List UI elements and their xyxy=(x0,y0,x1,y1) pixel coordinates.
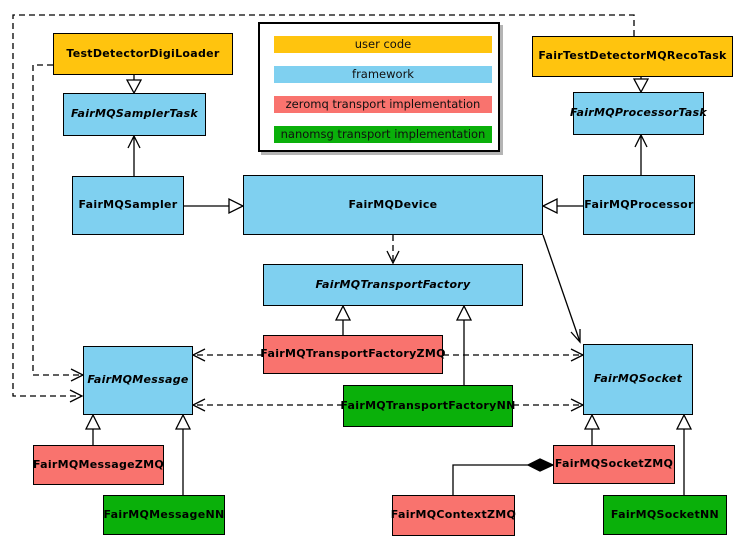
legend-box: user code framework zeromq transport imp… xyxy=(258,22,500,152)
arrowhead-open-v xyxy=(191,398,206,412)
edge-contextzmq-socketzmq-composition xyxy=(452,464,528,495)
arrowhead-open-v xyxy=(127,134,141,149)
hollow-triangle-icon xyxy=(455,304,473,321)
node-fairmqtransportfactory: FairMQTransportFactory xyxy=(263,264,523,306)
node-fairmqprocessor: FairMQProcessor xyxy=(583,175,695,235)
node-fairmqsocket: FairMQSocket xyxy=(583,344,693,415)
node-fairmqtransportfactoryzmq: FairMQTransportFactoryZMQ xyxy=(260,335,445,374)
arrowhead-open-v xyxy=(386,250,400,265)
legend-item-nanomsg: nanomsg transport implementation xyxy=(274,126,492,143)
legend-item-framework: framework xyxy=(274,66,492,83)
hollow-triangle-icon xyxy=(174,413,192,430)
edge-device-socket xyxy=(542,234,581,343)
hollow-triangle-icon xyxy=(125,79,143,95)
hollow-triangle-icon xyxy=(541,197,558,215)
hollow-triangle-icon xyxy=(334,304,352,321)
node-fairmqdevice: FairMQDevice xyxy=(243,175,543,235)
node-fairmqprocessortask: FairMQProcessorTask xyxy=(570,92,707,135)
legend-label: zeromq transport implementation xyxy=(285,96,481,111)
legend-label: user code xyxy=(354,36,412,51)
edge-digiloader-message-dependency xyxy=(32,64,81,376)
arrowhead-open-v xyxy=(634,133,648,148)
hollow-triangle-icon xyxy=(675,413,693,430)
arrowhead-open-v xyxy=(570,329,581,344)
hollow-triangle-icon xyxy=(632,78,650,94)
legend-label: framework xyxy=(352,66,414,81)
node-fairmqsampler: FairMQSampler xyxy=(72,176,184,235)
node-fairmqmessage: FairMQMessage xyxy=(83,346,193,415)
arrowhead-open-v xyxy=(191,348,206,362)
filled-diamond-icon xyxy=(526,458,555,472)
node-fairmqsamplertask: FairMQSamplerTask xyxy=(63,93,206,136)
legend-item-zeromq: zeromq transport implementation xyxy=(274,96,492,113)
node-fairmqsocketzmq: FairMQSocketZMQ xyxy=(553,445,675,484)
arrowhead-open-v xyxy=(69,389,84,403)
node-fairtestdetectormqrecotask: FairTestDetectorMQRecoTask xyxy=(532,36,733,77)
edge-recotask-message-dependency xyxy=(12,14,635,397)
hollow-triangle-icon xyxy=(228,197,245,215)
hollow-triangle-icon xyxy=(583,413,601,430)
node-fairmqmessagenn: FairMQMessageNN xyxy=(103,495,225,535)
node-fairmqsocketnn: FairMQSocketNN xyxy=(603,495,727,535)
legend-item-user-code: user code xyxy=(274,36,492,53)
node-fairmqtransportfactorynn: FairMQTransportFactoryNN xyxy=(340,385,515,427)
legend-label: nanomsg transport implementation xyxy=(280,126,486,141)
hollow-triangle-icon xyxy=(84,413,102,430)
node-fairmqmessagezmq: FairMQMessageZMQ xyxy=(33,445,164,485)
node-fairmqcontextzmq: FairMQContextZMQ xyxy=(391,495,516,536)
node-testdetectordigiloader: TestDetectorDigiLoader xyxy=(53,33,233,75)
